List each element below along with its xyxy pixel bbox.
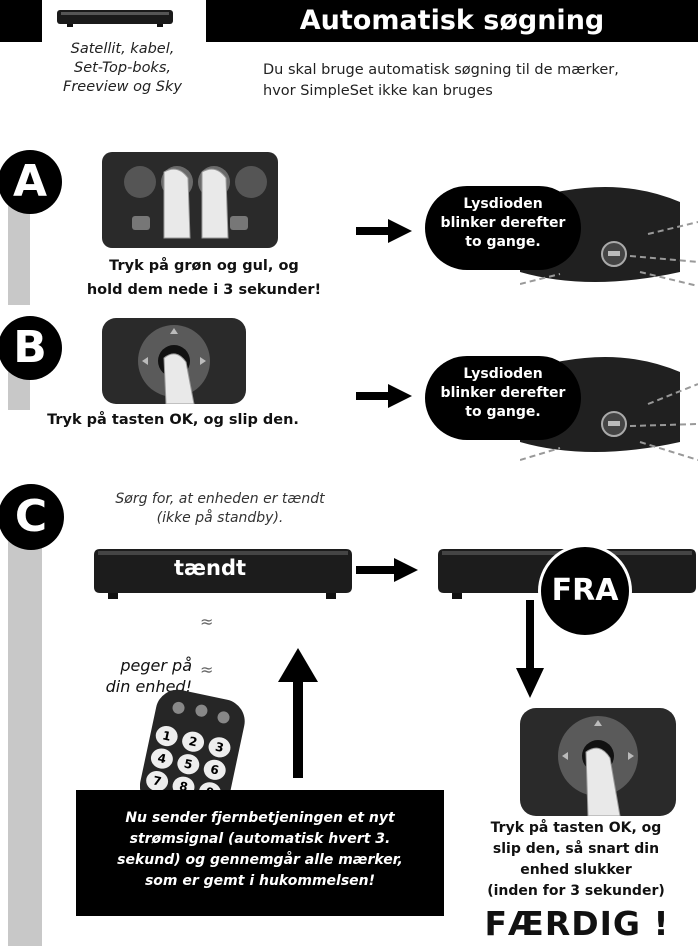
bubble-line: Lysdioden bbox=[463, 366, 543, 382]
step-c-note: Sørg for, at enheden er tændt (ikke på s… bbox=[80, 490, 360, 528]
note-line: (ikke på standby). bbox=[156, 510, 284, 526]
remote-key: 4 bbox=[149, 746, 175, 771]
device-type-caption: Satellit, kabel, Set-Top-boks, Freeview … bbox=[40, 40, 205, 97]
bubble-line: blinker derefter bbox=[440, 385, 566, 401]
device-on-label: tændt bbox=[173, 556, 247, 580]
arrow-down-icon bbox=[516, 600, 544, 698]
pointing-line: peger på bbox=[120, 656, 192, 675]
remote-ok-button-photo bbox=[102, 318, 246, 404]
step-b-caption: Tryk på tasten OK, og slip den. bbox=[47, 412, 299, 428]
step-a-caption: Tryk på grøn og gul, og hold dem nede i … bbox=[74, 254, 334, 302]
corner-block bbox=[0, 0, 42, 42]
bubble-line: blinker derefter bbox=[440, 215, 566, 231]
intro-text: Du skal bruge automatisk søgning til de … bbox=[263, 60, 683, 102]
bubble-line: Lysdioden bbox=[463, 196, 543, 212]
remote-key: 5 bbox=[175, 752, 202, 777]
info-line: som er gemt i hukommelsen! bbox=[144, 873, 376, 889]
step-b-badge: B bbox=[0, 316, 62, 380]
remote-ok-button-photo bbox=[520, 708, 676, 816]
intro-line: Du skal bruge automatisk søgning til de … bbox=[263, 62, 619, 78]
remote-color-buttons-photo bbox=[102, 152, 278, 248]
device-off-badge: FRA bbox=[538, 544, 632, 638]
device-caption-line: Freeview og Sky bbox=[62, 79, 182, 95]
bubble-line: to gange. bbox=[465, 234, 541, 250]
device-caption-line: Satellit, kabel, bbox=[70, 41, 175, 57]
info-line: sekund) og gennemgår alle mærker, bbox=[117, 852, 403, 868]
done-label: FÆRDIG ! bbox=[484, 904, 670, 943]
signal-wave-icon: ≈ bbox=[200, 612, 214, 631]
info-box: Nu sender fjernbetjeningen et nyt strøms… bbox=[76, 790, 444, 916]
note-line: Sørg for, at enheden er tændt bbox=[115, 491, 325, 507]
arrow-up-icon bbox=[278, 648, 318, 778]
signal-wave-icon: ≈ bbox=[200, 660, 214, 679]
info-line: strømsignal (automatisk hvert 3. bbox=[129, 831, 391, 847]
bubble-line: to gange. bbox=[465, 404, 541, 420]
intro-line: hvor SimpleSet ikke kan bruges bbox=[263, 83, 493, 99]
remote-key: 1 bbox=[153, 724, 180, 749]
arrow-right-icon bbox=[356, 558, 418, 582]
page-title: Automatisk søgning bbox=[206, 0, 698, 42]
set-top-box-on-image bbox=[94, 549, 352, 599]
step-c-badge: C bbox=[0, 484, 64, 550]
step-a-led-bubble: Lysdioden blinker derefter to gange. bbox=[425, 186, 581, 270]
final-caption-line: slip den, så snart din bbox=[492, 841, 660, 857]
step-c-bar bbox=[8, 500, 42, 946]
step-b-led-bubble: Lysdioden blinker derefter to gange. bbox=[425, 356, 581, 440]
final-caption-line: Tryk på tasten OK, og bbox=[490, 820, 662, 836]
step-a-badge: A bbox=[0, 150, 62, 214]
final-caption: Tryk på tasten OK, og slip den, så snart… bbox=[458, 818, 694, 902]
remote-key: 6 bbox=[201, 757, 228, 782]
final-caption-line: enhed slukker bbox=[520, 862, 632, 878]
arrow-right-icon bbox=[356, 384, 412, 408]
step-a-caption-line: Tryk på grøn og gul, og bbox=[109, 258, 299, 274]
arrow-right-icon bbox=[356, 219, 412, 243]
final-caption-line: (inden for 3 sekunder) bbox=[487, 883, 665, 899]
set-top-box-icon bbox=[57, 10, 173, 27]
info-line: Nu sender fjernbetjeningen et nyt bbox=[125, 810, 395, 826]
remote-key: 3 bbox=[206, 735, 233, 760]
device-caption-line: Set-Top-boks, bbox=[74, 60, 171, 76]
remote-key: 2 bbox=[180, 729, 206, 754]
remote-keypad: 1 2 3 4 5 6 7 8 9 bbox=[144, 724, 248, 805]
step-a-caption-line: hold dem nede i 3 sekunder! bbox=[86, 282, 322, 298]
